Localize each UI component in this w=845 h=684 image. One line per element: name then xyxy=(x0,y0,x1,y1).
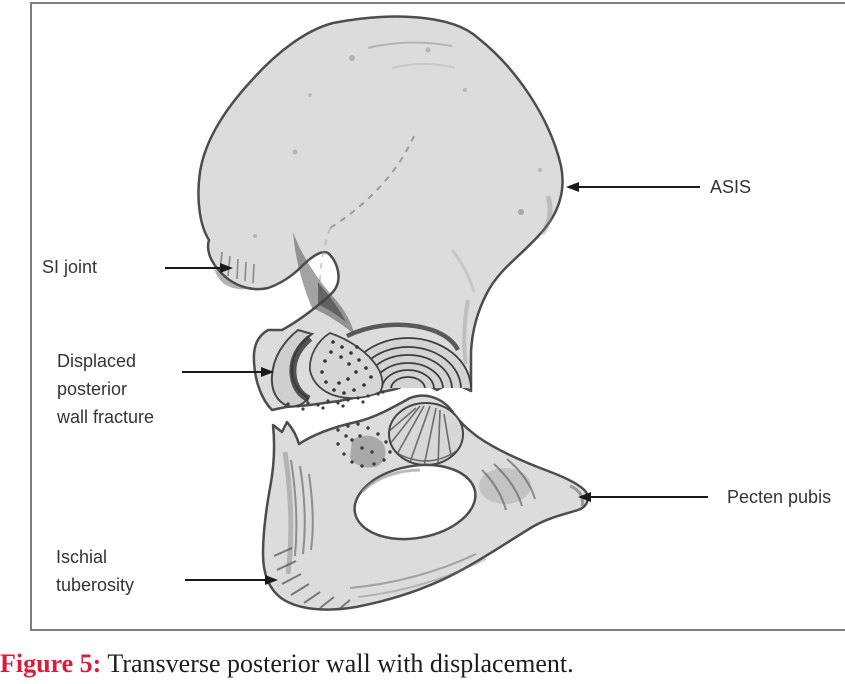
tuberosity-hatching xyxy=(273,547,351,611)
label-ischial-tuberosity: Ischial tuberosity xyxy=(56,543,134,599)
si-joint-arrow-shaft xyxy=(165,267,221,269)
ischial-arrow-shaft xyxy=(185,579,266,581)
lower-stipple xyxy=(336,422,392,468)
displaced-arrow-shaft xyxy=(182,371,262,373)
label-displaced-line3: wall fracture xyxy=(57,407,155,427)
label-displaced-line1: Displaced xyxy=(57,351,137,371)
asis-arrowhead-icon xyxy=(566,182,579,192)
lower-bone-fragment xyxy=(261,394,589,611)
label-si-joint: SI joint xyxy=(42,257,98,277)
pecten-arrowhead-icon xyxy=(578,492,591,502)
obturator-foramen xyxy=(353,463,477,541)
label-ischial-line2: tuberosity xyxy=(56,575,135,595)
figure-caption-text: Transverse posterior wall with displacem… xyxy=(101,649,574,678)
label-displaced-fracture: Displaced posterior wall fracture xyxy=(57,347,154,431)
arcuate-line xyxy=(329,135,415,229)
ischial-arrowhead-icon xyxy=(265,575,278,585)
pecten-arrow-shaft xyxy=(590,496,708,498)
label-pecten-pubis: Pecten pubis xyxy=(727,487,832,507)
asis-arrow-shaft xyxy=(578,186,700,188)
label-ischial-line1: Ischial xyxy=(56,547,108,567)
figure-caption-prefix: Figure 5: xyxy=(0,649,102,678)
ball-hatching xyxy=(389,405,459,465)
displaced-arrowhead-icon xyxy=(261,367,274,377)
displaced-wall-fragment xyxy=(270,328,385,411)
label-displaced-line2: posterior xyxy=(57,379,128,399)
label-asis: ASIS xyxy=(710,177,752,197)
si-joint-arrowhead-icon xyxy=(220,263,233,273)
upper-bone-fragment xyxy=(197,15,564,412)
figure-caption: Figure 5: Transverse posterior wall with… xyxy=(0,648,574,680)
